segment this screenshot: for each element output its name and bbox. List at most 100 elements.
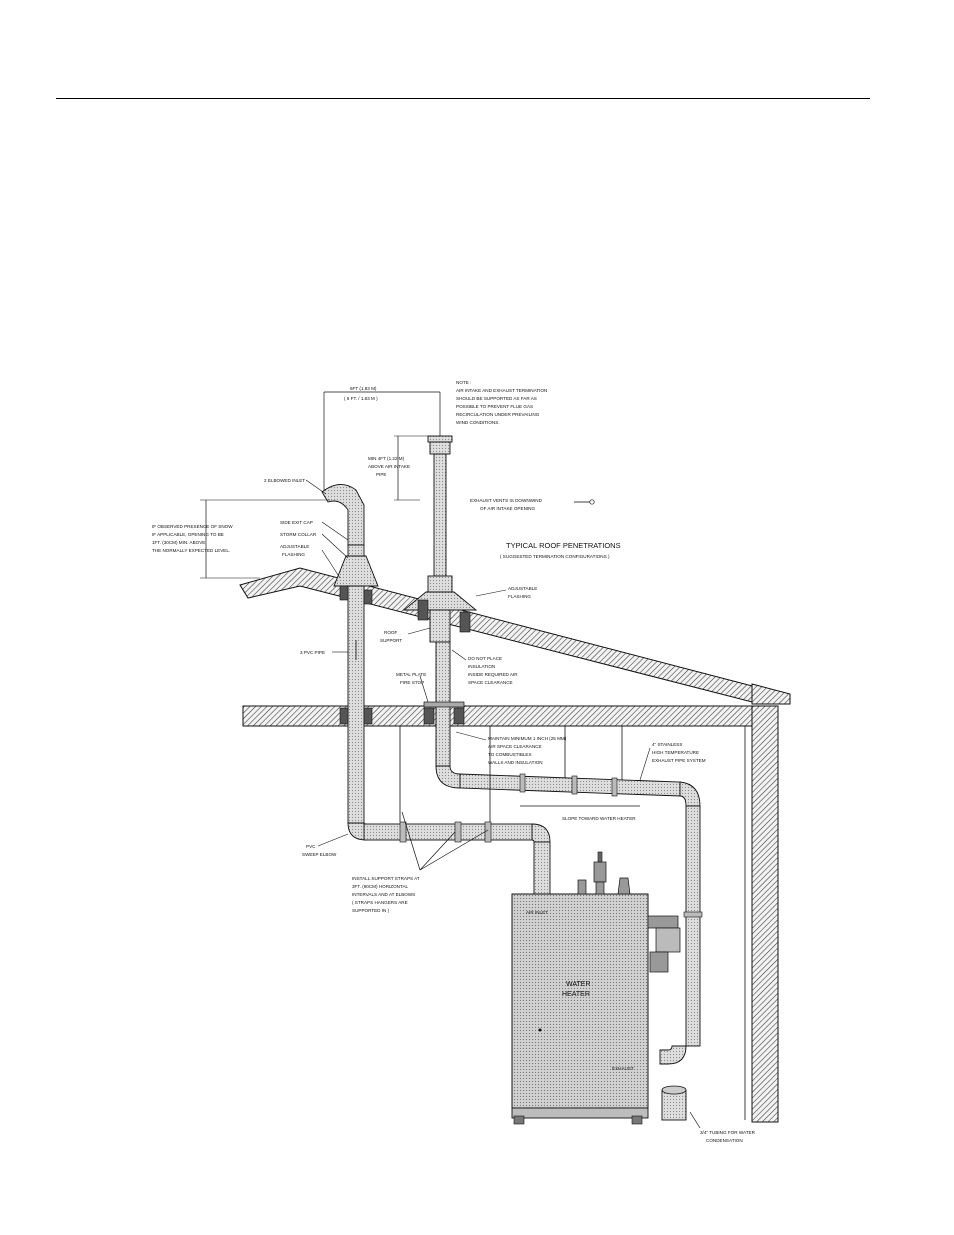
label-exhaust-1: EXHAUST VENTS IS DOWNWIND <box>470 498 543 503</box>
label-exhaust-port: EXHAUST <box>612 1066 634 1071</box>
diagram-title: TYPICAL ROOF PENETRATIONS <box>506 541 621 550</box>
intake-bottom-elbow <box>347 822 367 841</box>
exhaust-right-elbow <box>679 781 701 807</box>
side-valve-body <box>647 915 679 929</box>
label-min-height-1: MIN 4FT (1.22 M) <box>368 456 405 461</box>
exhaust-roof-support-top <box>427 575 453 593</box>
exhaust-coupling-4 <box>683 911 703 918</box>
gas-valve-stem <box>597 851 603 863</box>
label-clearance-1: MAINTAIN MINIMUM 1 INCH (25 MM) <box>488 736 567 741</box>
exhaust-heater-elbow <box>659 1045 687 1065</box>
label-no-insulation-2: INSULATION <box>468 664 495 669</box>
label-supports-5: SUPPORTED IN ) <box>352 908 390 913</box>
leader-inlet <box>305 479 327 495</box>
condensate-trap-top <box>661 1085 687 1095</box>
label-note-4: POSSIBLE TO PREVENT FLUE GAS <box>456 404 533 409</box>
label-metal-plate-1: METAL PLATE <box>396 672 426 677</box>
label-supports-4: ( STRAPS HANGERS ARE <box>352 900 408 905</box>
label-no-insulation-1: DO NOT PLACE <box>468 656 502 661</box>
heater-foot-right <box>631 1115 643 1125</box>
intake-coupling-1 <box>399 821 407 843</box>
label-adj-flashing-1: ADJUSTABLE <box>280 544 309 549</box>
label-slope: SLOPE TOWARD WATER HEATER <box>562 816 636 821</box>
label-no-insulation-4: SPACE CLEARANCE <box>468 680 513 685</box>
leader-roof-support <box>407 627 431 635</box>
label-snow-1: IF OBSERVED PRESENCE OF SNOW <box>152 524 233 529</box>
support-leader-3 <box>419 829 489 871</box>
label-adj-flashing-2: FLASHING <box>282 552 305 557</box>
right-wall <box>751 705 779 1123</box>
label-drain-2: CONDENSATION <box>706 1138 743 1143</box>
gas-valve-top <box>593 861 607 883</box>
gas-valve-neck <box>595 881 605 895</box>
exhaust-pipe-upper <box>433 453 447 577</box>
label-dimension-top-1: 6FT (1.83 M) <box>350 386 377 391</box>
label-air-intake: 2 ELBOWED INLET <box>264 478 305 483</box>
exhaust-elbow <box>435 765 461 789</box>
intake-coupling-2 <box>454 821 462 843</box>
label-stainless-1: 4" STAINLESS <box>652 742 682 747</box>
wind-arrow-head <box>589 499 595 505</box>
label-note-3: SHOULD BE SUPPORTED AS FAR AS <box>456 396 537 401</box>
heater-indicator <box>538 1028 542 1032</box>
relief-valve-left <box>577 879 587 895</box>
leader-fire-stop <box>419 675 429 703</box>
label-rain-cap: SIDE EXIT CAP <box>280 520 313 525</box>
label-supports-2: 3FT. (90CM) HORIZONTAL <box>352 884 409 889</box>
drain-leader <box>689 1111 701 1129</box>
label-snow-2: IF APPLICABLE, OPENING TO BE <box>152 532 224 537</box>
label-pvc-elbow-1: PVC <box>306 844 316 849</box>
label-snow-3: 1FT. (30CM) MIN. ABOVE <box>152 540 205 545</box>
header-rule <box>56 98 870 99</box>
ceiling-slab <box>242 705 774 727</box>
leader-pvc-elbow <box>317 833 349 847</box>
leader-flashing-r <box>475 589 507 597</box>
label-dimension-top-2: ( 6 FT. / 1.83 M ) <box>344 396 378 401</box>
leader-collar <box>321 533 349 559</box>
exhaust-coupling-1 <box>519 773 526 793</box>
label-exhaust-2: OF AIR INTAKE OPENING <box>480 506 535 511</box>
exhaust-cap-top <box>427 435 453 443</box>
label-note-6: WIND CONDITIONS. <box>456 420 500 425</box>
exhaust-ceiling-block-right <box>453 707 465 725</box>
support-leader-2 <box>419 831 456 871</box>
label-min-height-2: ABOVE AIR INTAKE <box>368 464 410 469</box>
heater-foot-left <box>513 1115 525 1125</box>
intake-elbow-top <box>321 484 365 546</box>
roof-eave <box>751 683 791 705</box>
leader-insulation <box>451 649 467 661</box>
label-note-1: NOTE : <box>456 380 471 385</box>
relief-valve-right <box>617 877 631 895</box>
exhaust-roof-block-left <box>417 599 429 621</box>
label-clearance-2: AIR SPACE CLEARANCE <box>488 744 542 749</box>
exhaust-roof-support-body <box>429 609 451 643</box>
exhaust-cap-body <box>429 441 451 455</box>
exhaust-pipe-right-vertical <box>685 805 701 1047</box>
intake-roof-block-left <box>339 585 349 601</box>
label-note-5: RECIRCULATION UNDER PREVAILING <box>456 412 540 417</box>
label-flashing-r-2: FLASHING <box>508 594 531 599</box>
condensate-trap <box>661 1089 687 1121</box>
label-roof-support-1: ROOF <box>384 630 397 635</box>
label-flashing-r-1: ADJUSTABLE <box>508 586 537 591</box>
support-leader-1 <box>401 811 421 871</box>
label-air-inlet: AIR INLET <box>526 910 548 915</box>
intake-storm-collar <box>333 555 379 587</box>
label-stainless-3: EXHAUST PIPE SYSTEM <box>652 758 706 763</box>
label-clearance-4: WALLS AND INSULATION <box>488 760 543 765</box>
label-drain-1: 3/4" TUBING FOR WATER <box>700 1130 756 1135</box>
label-pvc-pipe: 3 PVC PIPE <box>300 650 325 655</box>
label-supports-1: INSTALL SUPPORT STRAPS AT <box>352 876 420 881</box>
intake-pipe-down <box>533 841 551 895</box>
intake-pipe-horizontal <box>363 823 535 841</box>
leader-stainless <box>639 747 651 781</box>
exhaust-roof-block-right <box>459 611 471 633</box>
label-stainless-2: HIGH TEMPERATURE <box>652 750 699 755</box>
leader-rain-cap <box>321 521 349 541</box>
diagram-subtitle: ( SUGGESTED TERMINATION CONFIGURATIONS ) <box>500 554 610 559</box>
label-pvc-elbow-2: SWEEP ELBOW <box>302 852 337 857</box>
exhaust-coupling-2 <box>571 775 578 795</box>
exhaust-pipe-horizontal <box>459 773 681 797</box>
label-snow-4: THE NORMALLY EXPECTED LEVEL. <box>152 548 230 553</box>
